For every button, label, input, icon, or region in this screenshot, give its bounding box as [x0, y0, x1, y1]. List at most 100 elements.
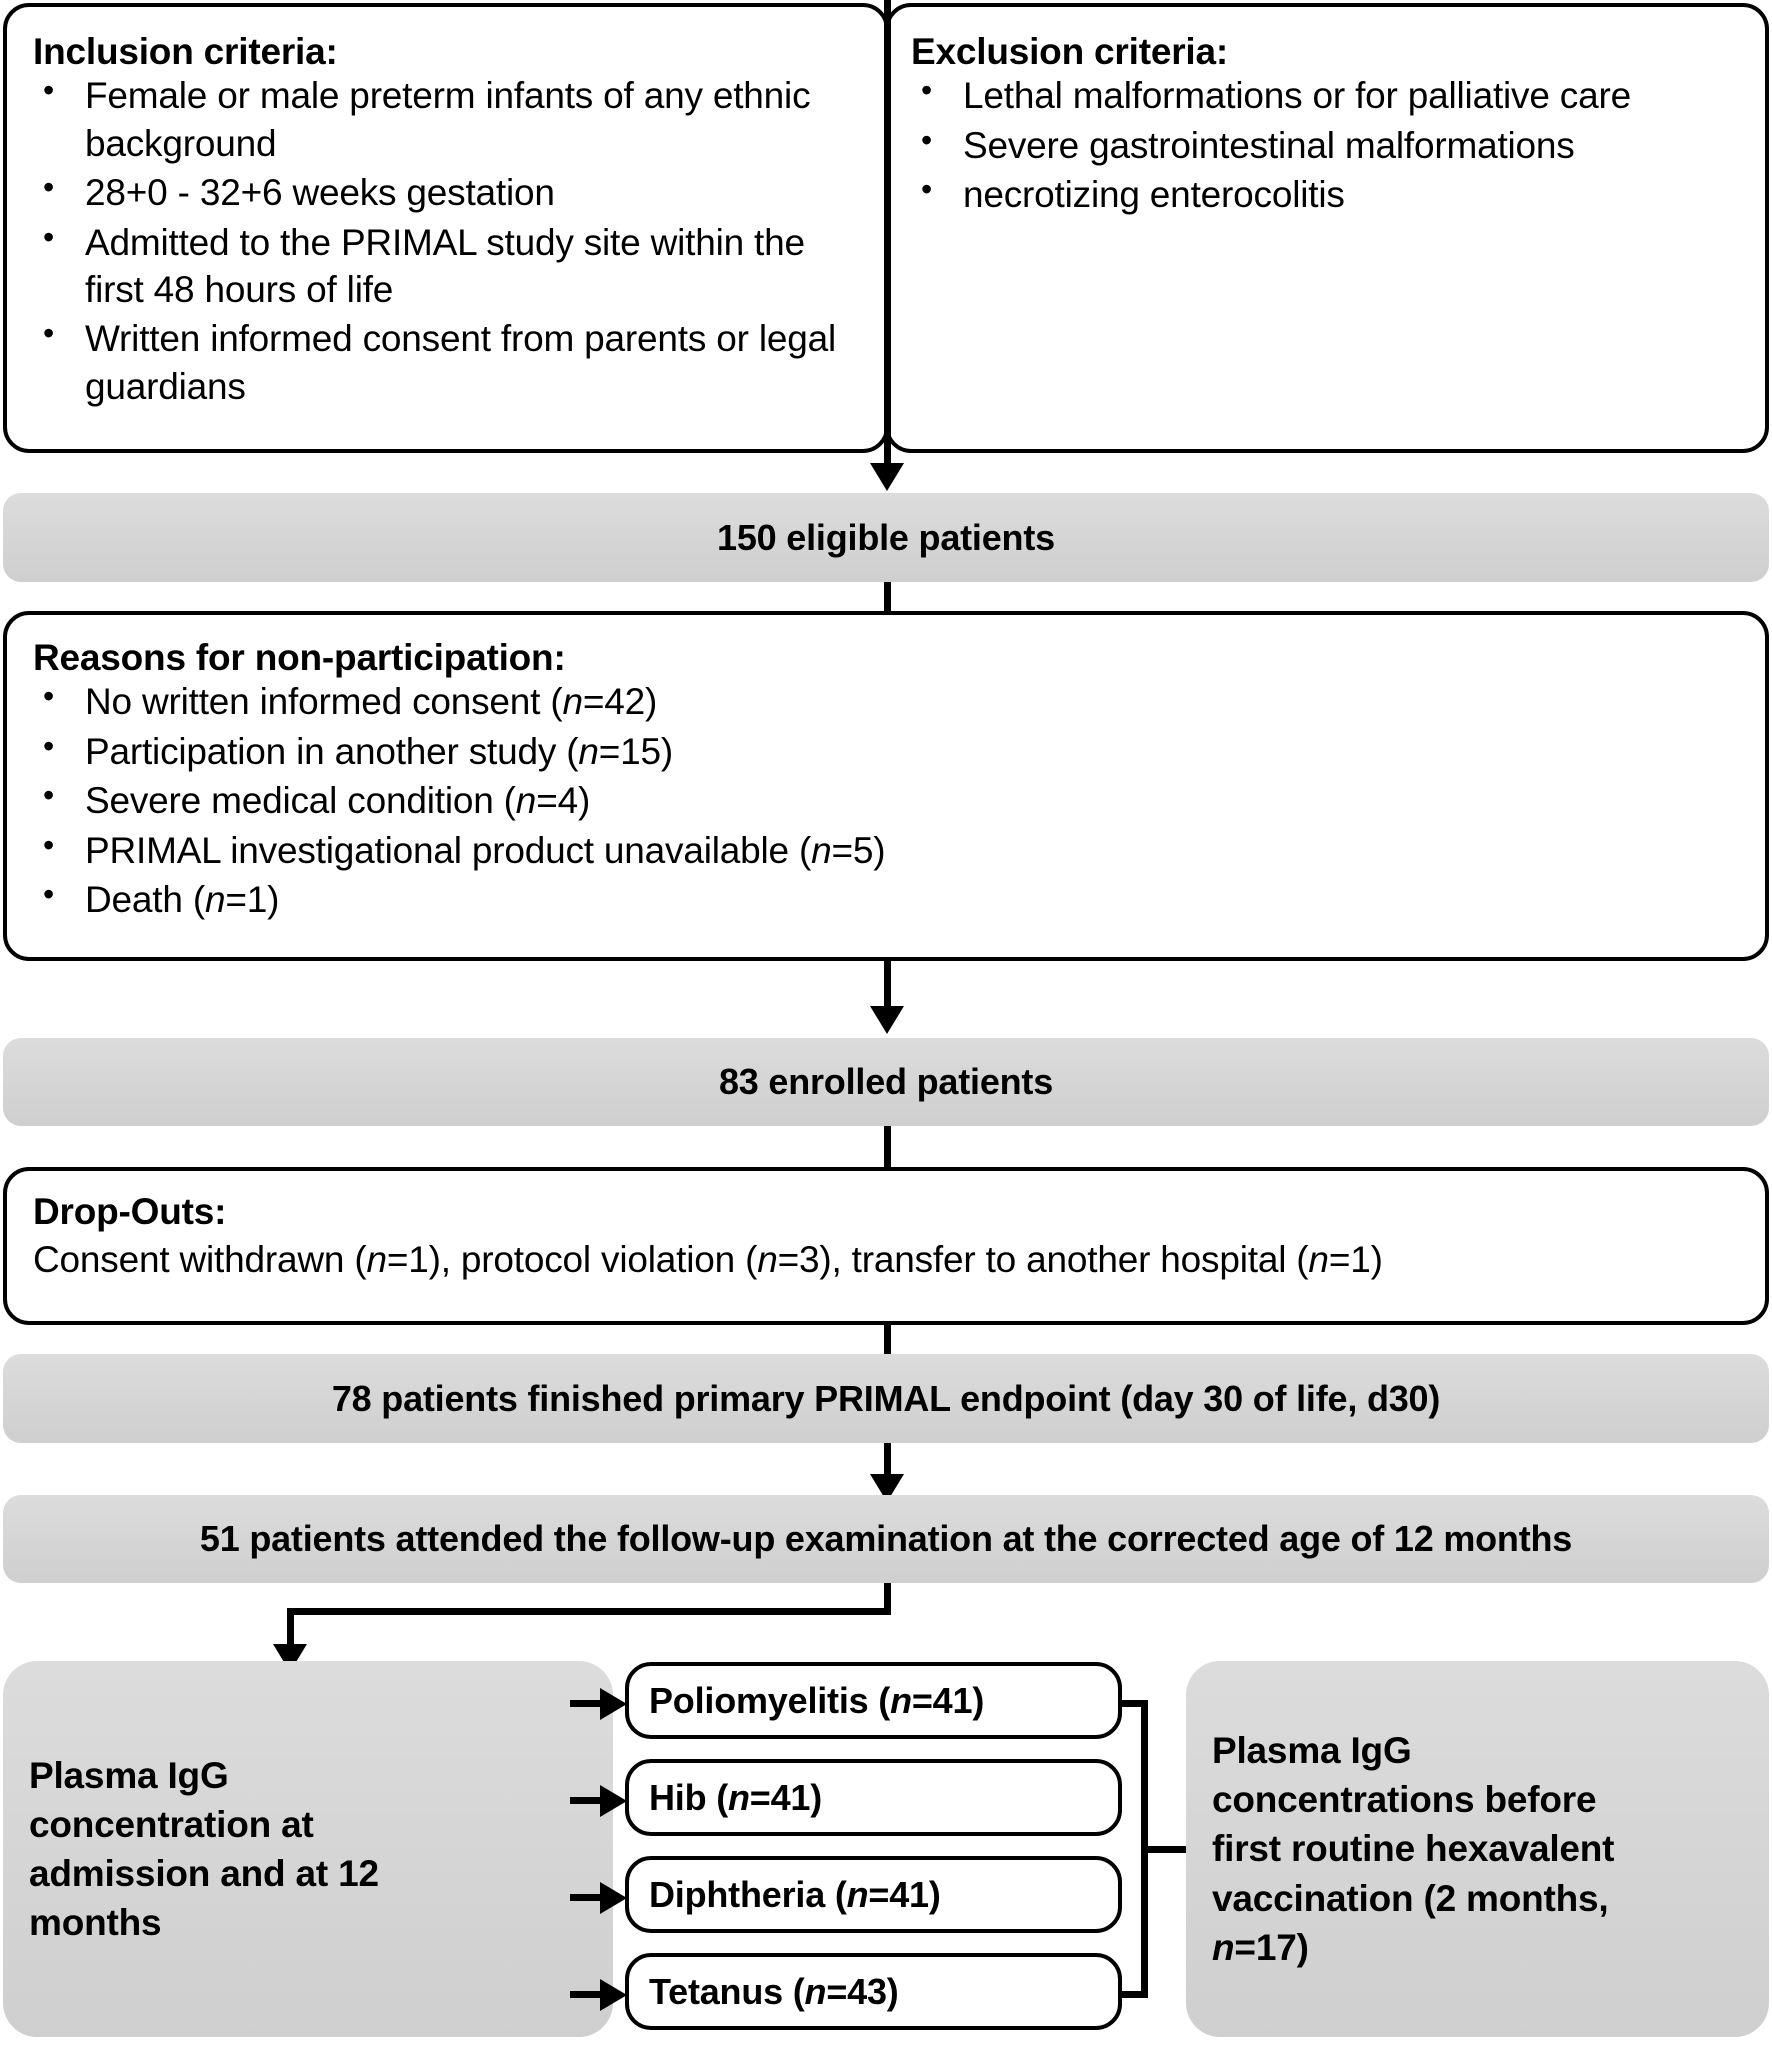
dropouts-heading: Drop-Outs:: [33, 1191, 227, 1232]
n-italic: n: [757, 1239, 778, 1281]
dropouts-line: Consent withdrawn (n=1), protocol violat…: [33, 1236, 1739, 1283]
reason-text: Death (: [85, 878, 205, 920]
connector-dropouts-to-endpoint: [884, 1325, 891, 1369]
connector-to-tetanus: [570, 1991, 605, 1998]
outcome-left-text: Plasma IgG concentration at admission an…: [3, 1751, 405, 1948]
banner-eligible-patients: 150 eligible patients: [3, 493, 1769, 582]
connector-enrolled-to-dropouts: [884, 1126, 891, 1170]
connector-followup-elbow-drop: [287, 1608, 294, 1652]
n-italic: n: [846, 1873, 869, 1915]
connector-endpoint-to-followup: [884, 1443, 891, 1495]
n-value: =17): [1234, 1926, 1309, 1968]
banner-eligible-label: 150 eligible patients: [717, 516, 1055, 558]
dropout-text-2: =1), protocol violation (: [386, 1239, 758, 1281]
n-value: =42): [582, 681, 658, 723]
list-item: No written informed consent (n=42): [33, 676, 1739, 725]
list-item: Severe medical condition (n=4): [33, 775, 1739, 824]
list-item: Written informed consent from parents or…: [33, 313, 859, 410]
antigen-name: Hib (: [649, 1776, 728, 1818]
list-item: necrotizing enterocolitis: [911, 169, 1749, 218]
list-item: Death (n=1): [33, 874, 1739, 923]
banner-followup: 51 patients attended the follow-up exami…: [3, 1495, 1769, 1583]
bracket-stub-bottom: [1122, 1991, 1148, 1998]
outcome-left-line-1: Plasma IgG: [29, 1754, 229, 1796]
bracket-stub-top: [1122, 1700, 1148, 1707]
banner-enrolled-label: 83 enrolled patients: [718, 1061, 1054, 1102]
connector-to-hib: [570, 1797, 605, 1804]
exclusion-criteria-box: Exclusion criteria: Lethal malformations…: [885, 3, 1769, 453]
outcome-left-box: Plasma IgG concentration at admission an…: [3, 1661, 613, 2037]
antigen-box-hib: Hib (n=41): [625, 1759, 1122, 1836]
nonparticipation-list: No written informed consent (n=42) Parti…: [33, 676, 1739, 923]
inclusion-criteria-box: Inclusion criteria: Female or male prete…: [3, 3, 889, 453]
antigen-label-poliomyelitis: Poliomyelitis (n=41): [629, 1680, 984, 1722]
dropouts-box: Drop-Outs: Consent withdrawn (n=1), prot…: [3, 1167, 1769, 1325]
dropout-text-1: Consent withdrawn (: [33, 1239, 367, 1281]
reason-text: PRIMAL investigational product unavailab…: [85, 829, 812, 871]
list-item: Severe gastrointestinal malformations: [911, 120, 1749, 169]
outcome-left-line-2: concentration at: [29, 1803, 314, 1845]
n-italic: n: [890, 1679, 912, 1721]
n-italic: n: [811, 829, 832, 871]
outcome-right-line-5: n=17): [1212, 1923, 1614, 1972]
arrow-to-diphtheria: [600, 1882, 627, 1914]
list-item: Admitted to the PRIMAL study site within…: [33, 217, 859, 314]
list-item: PRIMAL investigational product unavailab…: [33, 825, 1739, 874]
antigen-name: Tetanus (: [649, 1970, 805, 2012]
outcome-left-line-4: months: [29, 1902, 162, 1944]
antigen-name: Poliomyelitis (: [649, 1679, 891, 1721]
n-value: =15): [598, 730, 674, 772]
n-italic: n: [515, 780, 537, 822]
n-italic: n: [804, 1970, 827, 2012]
n-value: =5): [831, 829, 886, 871]
n-italic: n: [562, 681, 583, 723]
nonparticipation-heading: Reasons for non-participation:: [33, 637, 566, 678]
n-italic: n: [578, 730, 599, 772]
list-item: Lethal malformations or for palliative c…: [911, 70, 1749, 119]
n-value: =1): [225, 878, 280, 920]
connector-followup-elbow-horizontal: [287, 1608, 888, 1615]
connector-nonparticipation-to-enrolled: [884, 961, 891, 1013]
n-italic: n: [1212, 1926, 1235, 1968]
antigen-label-hib: Hib (n=41): [629, 1777, 822, 1819]
reason-text: No written informed consent (: [85, 681, 563, 723]
arrow-to-tetanus: [600, 1979, 627, 2011]
arrow-to-hib: [600, 1785, 627, 1817]
dropout-text-4: =1): [1328, 1239, 1383, 1281]
n-value: =41): [911, 1679, 985, 1721]
antigen-box-poliomyelitis: Poliomyelitis (n=41): [625, 1662, 1122, 1739]
n-value: =41): [749, 1776, 823, 1818]
antigen-name: Diphtheria (: [649, 1873, 847, 1915]
arrow-nonparticipation-to-enrolled: [870, 1006, 904, 1034]
connector-to-poliomyelitis: [570, 1700, 605, 1707]
list-item: 28+0 - 32+6 weeks gestation: [33, 167, 859, 216]
exclusion-list: Lethal malformations or for palliative c…: [911, 70, 1749, 218]
reason-text: Participation in another study (: [85, 730, 579, 772]
antigen-label-tetanus: Tetanus (n=43): [629, 1971, 899, 2013]
antigen-box-diphtheria: Diphtheria (n=41): [625, 1856, 1122, 1933]
n-value: =4): [536, 780, 591, 822]
connector-eligible-to-nonparticipation: [884, 582, 891, 614]
dropout-text-3: =3), transfer to another hospital (: [777, 1239, 1309, 1281]
n-italic: n: [727, 1776, 750, 1818]
banner-enrolled-patients: 83 enrolled patients: [3, 1038, 1769, 1126]
exclusion-heading: Exclusion criteria:: [911, 31, 1228, 72]
list-item: Participation in another study (n=15): [33, 726, 1739, 775]
inclusion-heading: Inclusion criteria:: [33, 31, 338, 72]
bracket-stub-middle: [1141, 1846, 1189, 1853]
n-italic: n: [366, 1239, 387, 1281]
outcome-right-line-4: vaccination (2 months,: [1212, 1877, 1609, 1919]
antigen-label-diphtheria: Diphtheria (n=41): [629, 1874, 941, 1916]
antigen-box-tetanus: Tetanus (n=43): [625, 1953, 1122, 2030]
outcome-right-line-2: concentrations before: [1212, 1779, 1597, 1821]
n-value: =43): [826, 1970, 899, 2012]
outcome-left-line-3: admission and at 12: [29, 1853, 379, 1894]
outcome-right-box: Plasma IgG concentrations before first r…: [1186, 1661, 1769, 2037]
nonparticipation-box: Reasons for non-participation: No writte…: [3, 611, 1769, 961]
list-item: Female or male preterm infants of any et…: [33, 70, 859, 167]
n-value: =41): [868, 1873, 941, 1915]
connector-criteria-to-eligible: [884, 0, 891, 465]
n-italic: n: [1308, 1239, 1329, 1281]
banner-followup-label: 51 patients attended the follow-up exami…: [199, 1518, 1573, 1559]
